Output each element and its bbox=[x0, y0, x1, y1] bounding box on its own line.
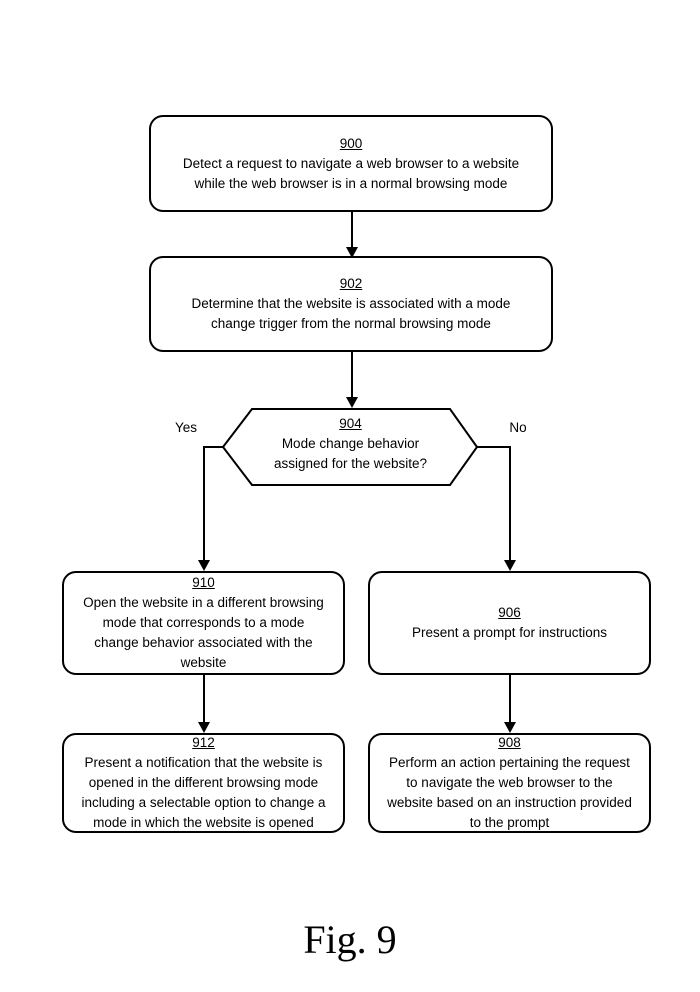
node-902-label: Determine that the website is associated… bbox=[191, 296, 511, 331]
node-912-label: Present a notification that the website … bbox=[81, 755, 326, 830]
arrow-910-912-head bbox=[198, 722, 210, 733]
arrow-yes-head bbox=[198, 560, 210, 571]
node-910-label: Open the website in a different browsing… bbox=[83, 595, 324, 670]
arrow-no-head bbox=[504, 560, 516, 571]
arrow-no-line bbox=[477, 446, 511, 560]
decision-node-904: 904 Mode change behavior assigned for th… bbox=[223, 414, 478, 474]
arrow-yes-line bbox=[203, 446, 223, 560]
node-900-ref: 900 bbox=[339, 135, 363, 151]
figure-caption: Fig. 9 bbox=[303, 917, 397, 962]
node-900-label: Detect a request to navigate a web brows… bbox=[182, 155, 520, 191]
node-902-ref: 902 bbox=[339, 276, 363, 291]
flow-node-908: 908 Perform an action pertaining the req… bbox=[368, 733, 651, 833]
arrow-906-908-head bbox=[504, 722, 516, 733]
node-904-ref: 904 bbox=[339, 416, 362, 431]
node-904-label: Mode change behavior assigned for the we… bbox=[273, 436, 428, 471]
flow-node-902: 902 Determine that the website is associ… bbox=[149, 256, 553, 352]
node-908-label: Perform an action pertaining the request… bbox=[387, 755, 632, 830]
flow-node-900: 900 Detect a request to navigate a web b… bbox=[149, 115, 553, 212]
flow-node-912: 912 Present a notification that the webs… bbox=[62, 733, 345, 833]
node-912-ref: 912 bbox=[192, 735, 215, 750]
node-910-ref: 910 bbox=[192, 575, 215, 590]
branch-label-no: No bbox=[509, 420, 527, 435]
arrow-902-904-head bbox=[346, 397, 358, 408]
flow-node-906: 906 Present a prompt for instructions bbox=[368, 571, 651, 675]
node-908-ref: 908 bbox=[498, 735, 521, 750]
node-906-ref: 906 bbox=[498, 605, 521, 620]
branch-label-yes: Yes bbox=[174, 420, 198, 435]
arrow-900-902-head bbox=[346, 247, 358, 258]
node-906-label: Present a prompt for instructions bbox=[411, 625, 608, 640]
flow-node-910: 910 Open the website in a different brow… bbox=[62, 571, 345, 675]
